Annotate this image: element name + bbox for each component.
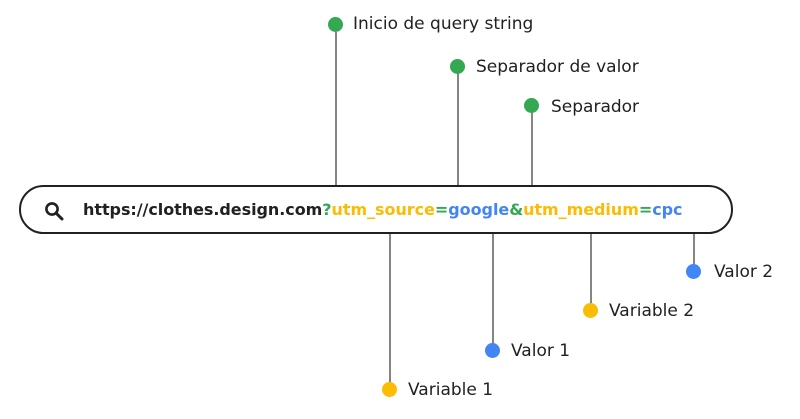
url-text: https://clothes.design.com?utm_source=go… [83, 187, 683, 232]
value-separator-2: = [638, 200, 653, 219]
variable-2-label: Variable 2 [609, 301, 695, 321]
value-1-label: Valor 1 [511, 341, 571, 361]
query-start-dot [328, 17, 343, 32]
value-1-dot [485, 343, 500, 358]
value-2: cpc [652, 200, 683, 219]
search-icon [45, 202, 64, 221]
value-separator-1: = [434, 200, 449, 219]
separator-label: Separador [551, 97, 640, 117]
variable-1-label: Variable 1 [408, 380, 494, 400]
variable-1-dot [382, 382, 397, 397]
variable-1: utm_source [331, 200, 435, 219]
url-bar[interactable]: https://clothes.design.com?utm_source=go… [19, 185, 733, 234]
value-2-label: Valor 2 [714, 262, 774, 282]
variable-2-dot [583, 303, 598, 318]
parameter-separator: & [509, 200, 524, 219]
query-start-separator: ? [322, 200, 332, 219]
value-separator-dot [450, 59, 465, 74]
value-2-dot [686, 264, 701, 279]
query-start-label: Inicio de query string [353, 14, 534, 34]
url-base: https://clothes.design.com [83, 200, 323, 219]
variable-2: utm_medium [523, 200, 639, 219]
value-1: google [448, 200, 510, 219]
separator-dot [524, 98, 539, 113]
value-separator-label: Separador de valor [476, 57, 639, 77]
